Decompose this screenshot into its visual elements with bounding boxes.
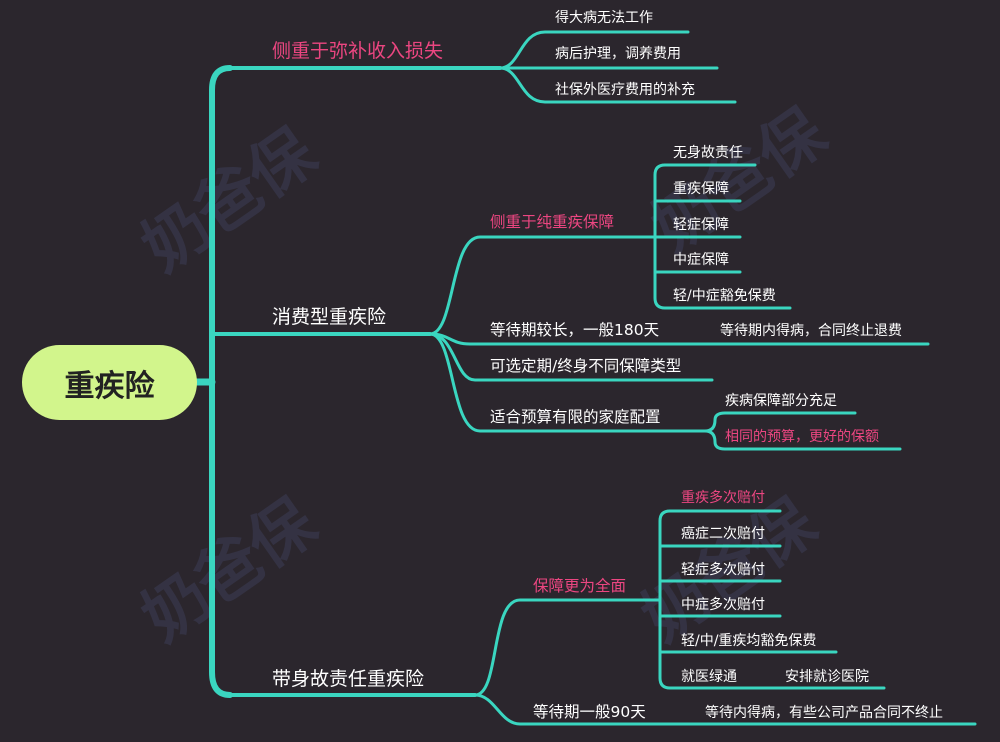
leaf-node[interactable]: 相同的预算，更好的保额	[725, 429, 879, 445]
leaf-node[interactable]: 病后护理，调养费用	[555, 46, 681, 62]
leaf-node[interactable]: 重疾保障	[673, 181, 729, 197]
node-term-options[interactable]: 可选定期/终身不同保障类型	[490, 357, 682, 375]
node-budget-family[interactable]: 适合预算有限的家庭配置	[490, 408, 661, 426]
node-waiting-180[interactable]: 等待期较长，一般180天	[490, 321, 660, 339]
leaf-node[interactable]: 就医绿通	[681, 669, 737, 685]
leaf-node[interactable]: 社保外医疗费用的补充	[555, 82, 695, 98]
node-note[interactable]: 等待期内得病，合同终止退费	[720, 323, 902, 339]
root-node[interactable]: 重疾险	[22, 345, 197, 420]
leaf-node[interactable]: 重疾多次赔付	[681, 490, 765, 506]
node-pure-ci[interactable]: 侧重于纯重疾保障	[490, 213, 615, 231]
leaf-node[interactable]: 轻/中症豁免保费	[673, 288, 776, 304]
leaf-node[interactable]: 癌症二次赔付	[681, 526, 765, 542]
leaf-node[interactable]: 得大病无法工作	[555, 10, 653, 26]
branch-death-benefit-ci[interactable]: 带身故责任重疾险	[272, 668, 425, 690]
leaf-node[interactable]: 中症保障	[673, 252, 729, 268]
node-note[interactable]: 安排就诊医院	[785, 669, 869, 685]
node-waiting-90[interactable]: 等待期一般90天	[533, 703, 646, 721]
leaf-node[interactable]: 轻/中/重疾均豁免保费	[681, 633, 817, 649]
node-comprehensive[interactable]: 保障更为全面	[533, 577, 627, 595]
branch-consumer-ci[interactable]: 消费型重疾险	[272, 306, 387, 328]
leaf-node[interactable]: 轻症多次赔付	[681, 562, 765, 578]
leaf-node[interactable]: 轻症保障	[673, 217, 729, 233]
leaf-node[interactable]: 疾病保障部分充足	[725, 393, 837, 409]
leaf-node[interactable]: 无身故责任	[673, 145, 743, 161]
branch-income-loss[interactable]: 侧重于弥补收入损失	[272, 40, 444, 62]
node-note[interactable]: 等待内得病，有些公司产品合同不终止	[705, 705, 943, 721]
leaf-node[interactable]: 中症多次赔付	[681, 597, 765, 613]
